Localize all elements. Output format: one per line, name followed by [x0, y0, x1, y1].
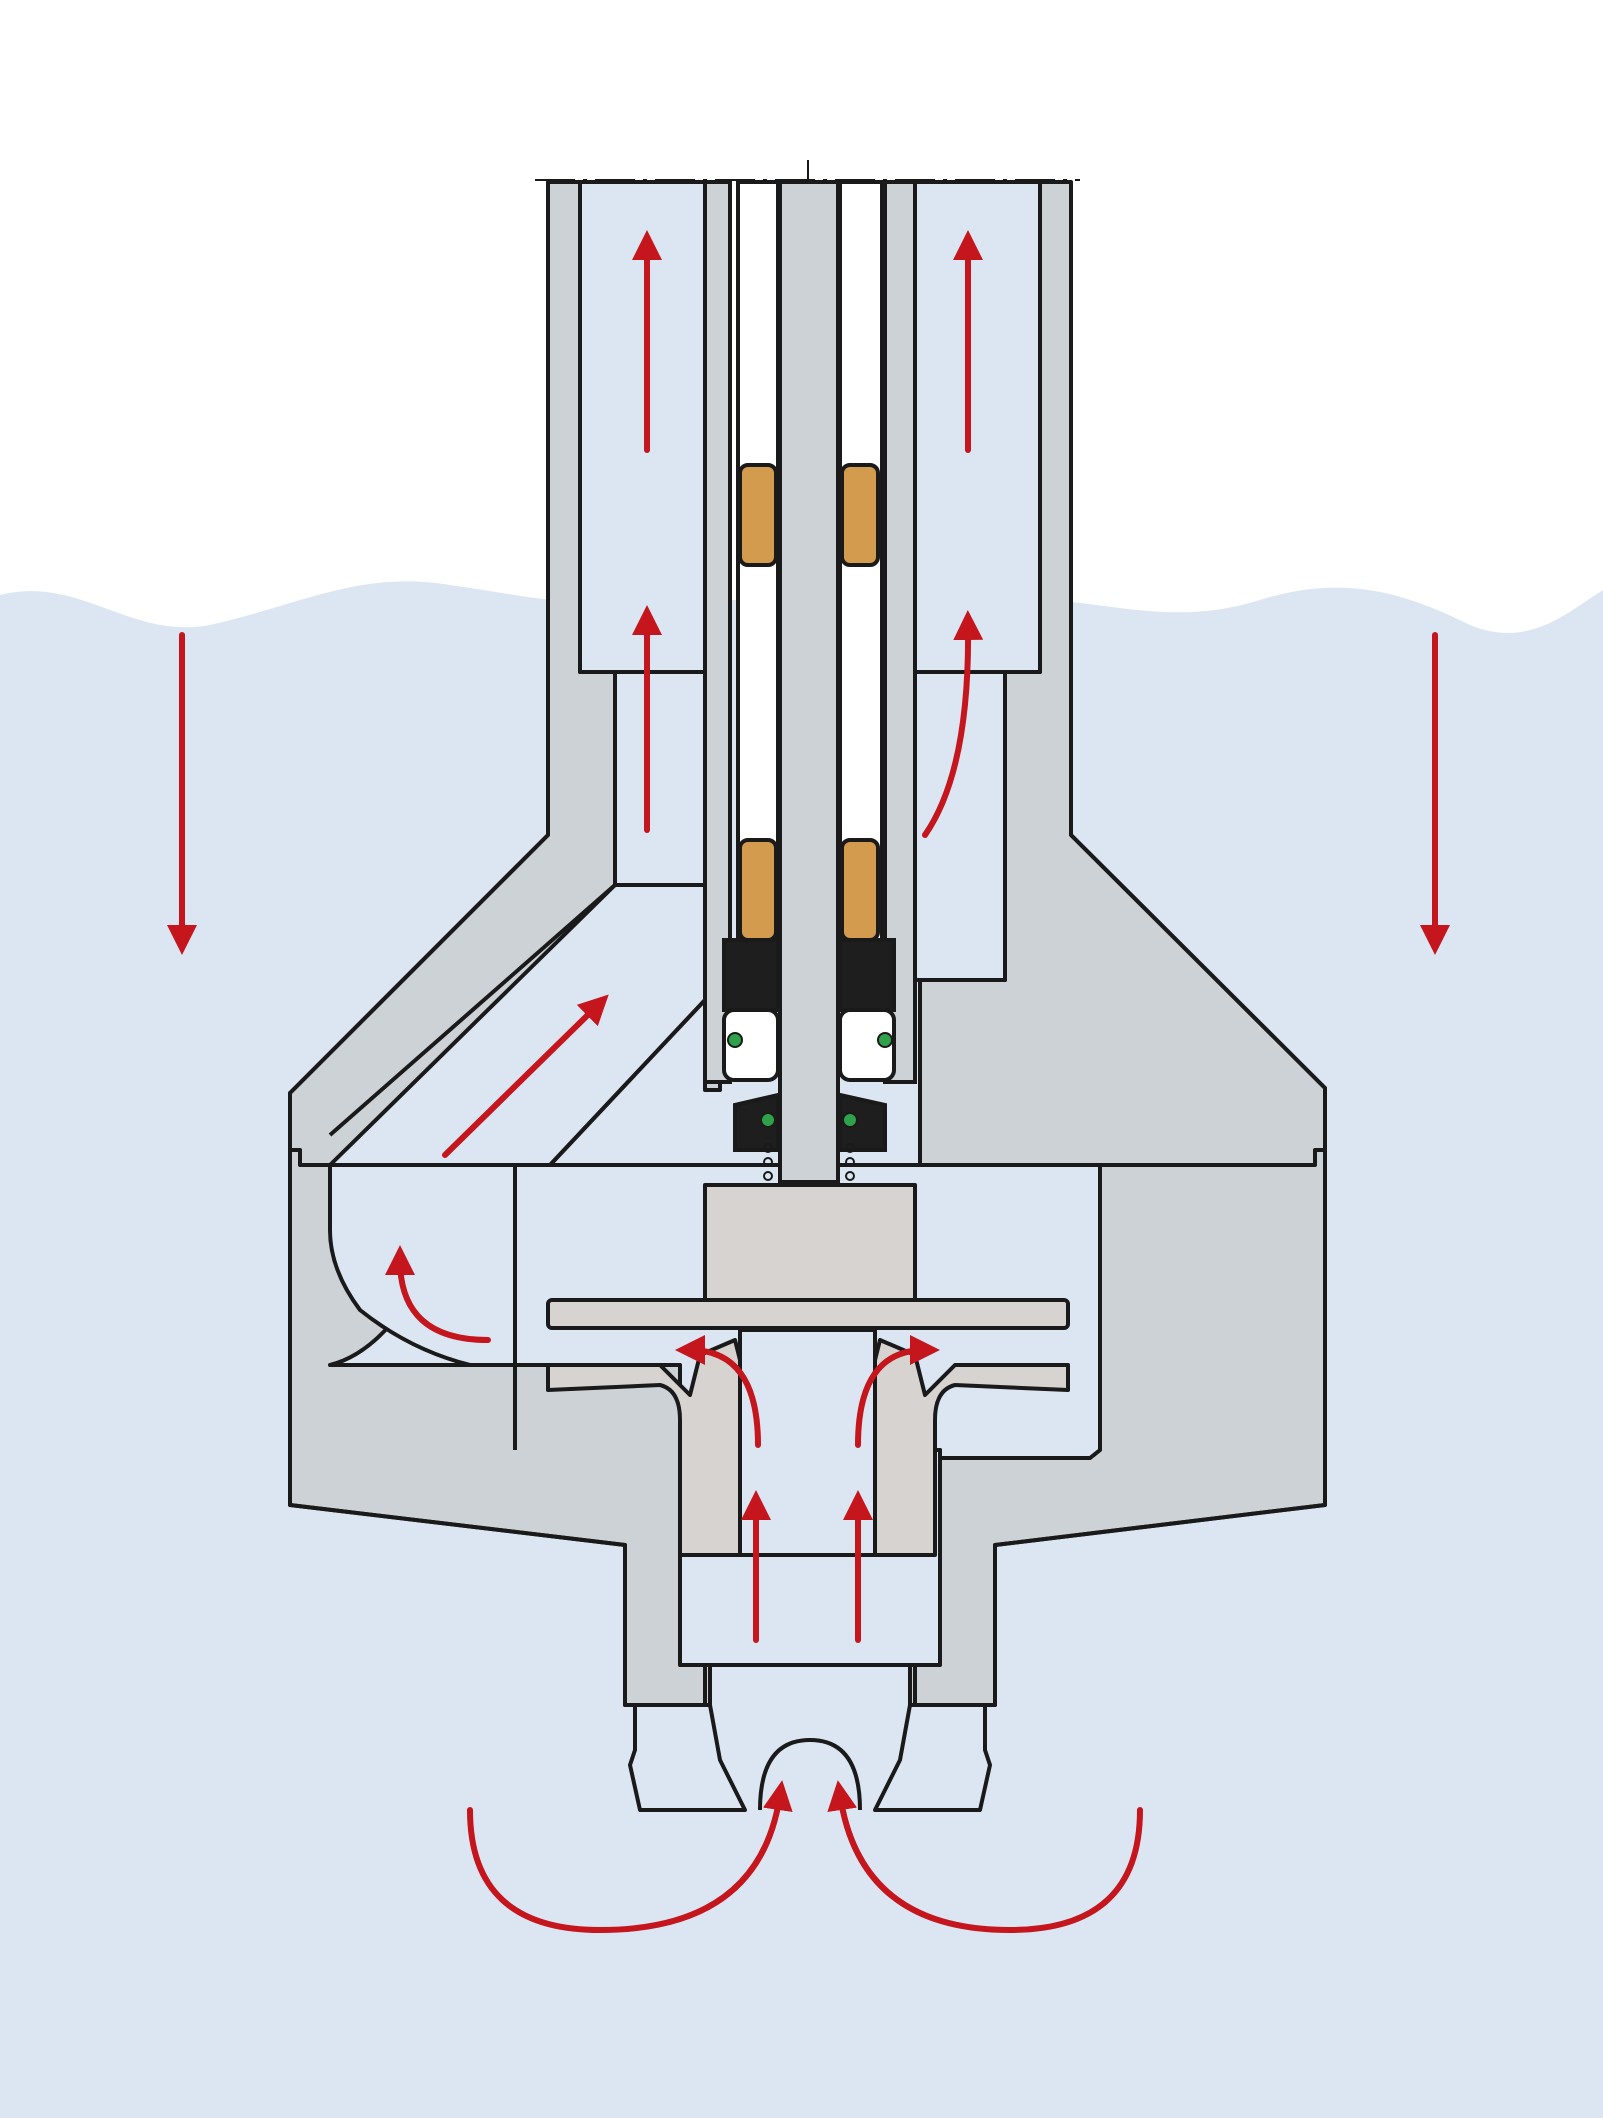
spring-right-1 — [845, 1143, 855, 1153]
bearing-upper-right — [840, 463, 880, 567]
casing-left-profile — [288, 182, 747, 1812]
shaft-assembly — [703, 180, 917, 1184]
casing-outlines — [288, 182, 1327, 1812]
o-ring-left-upper — [727, 1032, 743, 1048]
flow-arrow-volute-return — [385, 1245, 491, 1343]
riser-left-channel — [578, 180, 707, 674]
bearing-lower-left — [738, 838, 778, 942]
diffuser-inner-line — [548, 998, 707, 1167]
casing-right-profile — [873, 182, 1327, 1812]
spring-right-2 — [845, 1157, 855, 1167]
flow-arrow-riser-right-curve — [922, 610, 984, 838]
riser-right-channel — [913, 180, 1042, 674]
bearing-upper-left — [738, 463, 778, 567]
o-ring-right-upper — [877, 1032, 893, 1048]
seal-housing-left — [722, 1008, 780, 1082]
seal-housing-right — [838, 1008, 896, 1082]
mechanical-seal-left — [733, 1092, 780, 1152]
spring-left-2 — [763, 1157, 773, 1167]
shaft-right-sleeve — [883, 180, 917, 1084]
shaft — [778, 180, 840, 1184]
o-ring-left-lower — [760, 1112, 776, 1128]
seal-upper-right — [838, 938, 896, 1012]
flow-arrow-impeller-vane-left — [675, 1335, 761, 1448]
mechanical-seal-right — [838, 1092, 887, 1152]
spring-left-1 — [763, 1143, 773, 1153]
flow-arrow-impeller-vane-right — [855, 1335, 940, 1448]
flow-arrow-diffuser-diagonal — [442, 994, 609, 1158]
riser-left-lower-channel — [613, 670, 707, 902]
suction-cutout — [758, 1738, 862, 1811]
seal-upper-left — [722, 938, 780, 1012]
shaft-left-sleeve — [703, 180, 732, 1084]
bearing-lower-right — [840, 838, 880, 942]
impeller-hub — [703, 1183, 917, 1302]
spring-left-3 — [763, 1171, 773, 1181]
casing-flange-left — [290, 1148, 330, 1167]
impeller-shroud-plate — [546, 1298, 1070, 1330]
flow-arrows — [167, 230, 1450, 1934]
casing-flange-right — [1100, 1148, 1325, 1167]
o-ring-right-lower — [842, 1112, 858, 1128]
o-rings — [727, 1032, 893, 1128]
seal-springs — [763, 1143, 855, 1181]
spring-right-3 — [845, 1171, 855, 1181]
flow-arrow-inlet-left-curve — [467, 1780, 793, 1934]
diffuser-outer-line — [328, 883, 617, 1137]
flow-arrow-inlet-right-curve — [827, 1780, 1143, 1934]
